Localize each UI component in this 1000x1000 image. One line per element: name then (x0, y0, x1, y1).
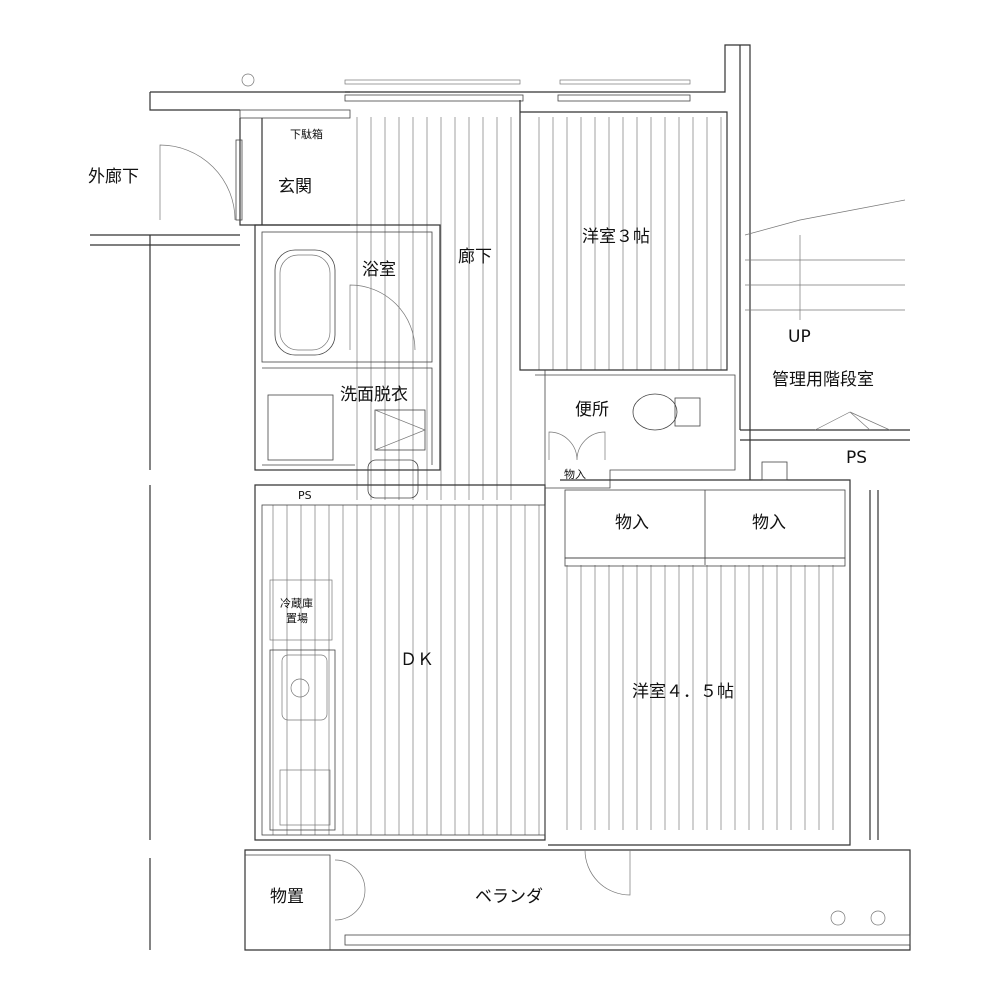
ps-left-label: PS (298, 489, 312, 502)
room3-floor (527, 117, 722, 370)
toilet-label: 便所 (575, 400, 609, 420)
closet-right-label: 物入 (752, 513, 786, 533)
closet-left-label: 物入 (615, 513, 649, 533)
veranda-label: ベランダ (475, 887, 543, 907)
washroom-label: 洗面脱衣 (340, 385, 408, 405)
ps-right-label: PS (846, 448, 867, 468)
fixtures (159, 73, 906, 926)
hallway-floor (350, 117, 520, 500)
bathroom-label: 浴室 (362, 260, 396, 280)
dk-label: ＤＫ (400, 650, 434, 670)
maintenance-stairs-label: 管理用階段室 (772, 370, 874, 390)
walls (90, 44, 911, 951)
fridge-label-2: 置場 (286, 612, 308, 625)
up-label: UP (788, 327, 811, 347)
dk-floor (262, 505, 545, 835)
room-45-label: 洋室４．５帖 (632, 682, 734, 702)
entrance-label: 玄関 (278, 177, 312, 197)
fridge-label-1: 冷蔵庫 (280, 596, 313, 610)
room45-floor (565, 565, 845, 830)
outer-corridor-label: 外廊下 (88, 167, 139, 187)
storage-label: 物置 (270, 887, 304, 907)
small-closet-label: 物入 (564, 467, 586, 481)
room-3-label: 洋室３帖 (582, 227, 650, 247)
shoe-box-label: 下駄箱 (290, 127, 323, 141)
hallway-label: 廊下 (458, 247, 492, 267)
